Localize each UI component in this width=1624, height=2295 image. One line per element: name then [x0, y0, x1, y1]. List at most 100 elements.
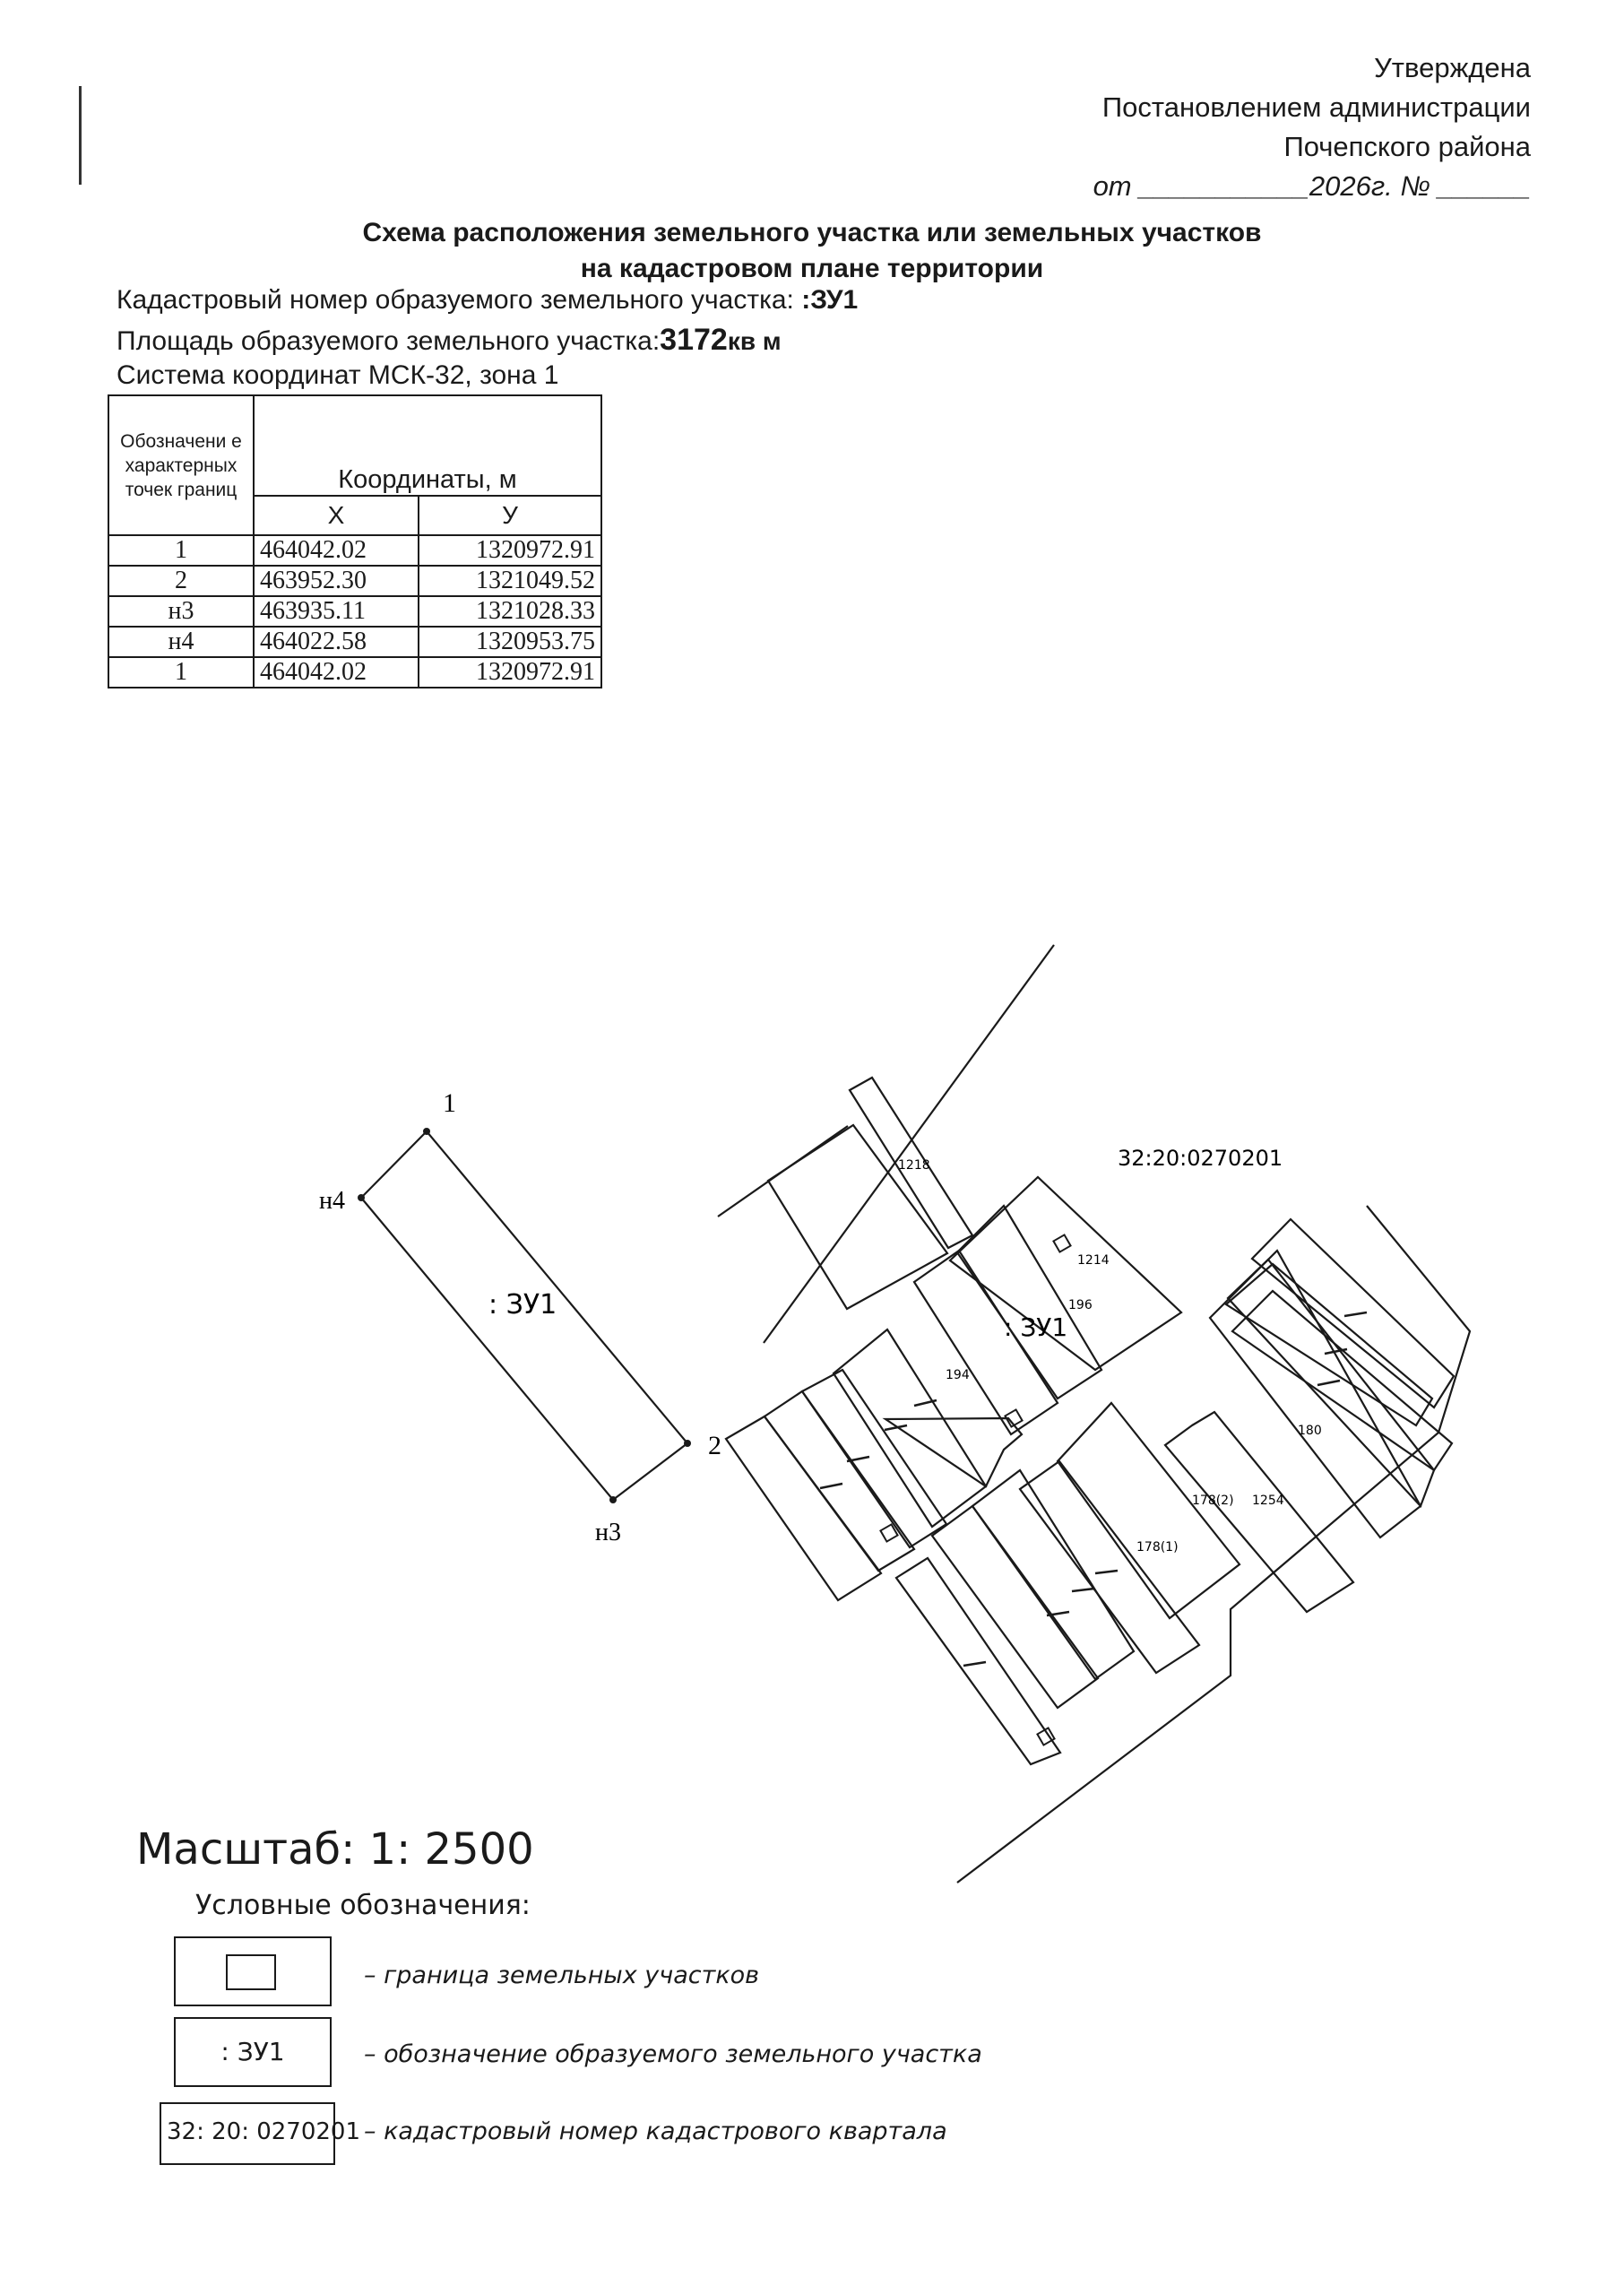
table-row: 1 464042.02 1320972.91 [108, 534, 602, 567]
lot-number-1254: 1254 [1252, 1494, 1284, 1508]
approval-block: Утверждена Постановлением администрации … [1093, 48, 1531, 206]
table-row: н4 464022.58 1320953.75 [108, 626, 602, 658]
lot-boundary [971, 1468, 1136, 1681]
legend-boundary-square [226, 1954, 276, 1990]
coordinate-system-line: Система координат МСК-32, зона 1 [117, 360, 559, 390]
building-mark [884, 1424, 908, 1432]
lot-number-194: 194 [946, 1368, 970, 1382]
point-cell: 1 [108, 534, 255, 567]
lot-180-boundary [1208, 1249, 1422, 1539]
lot-number-180: 180 [1298, 1424, 1322, 1438]
lot-number-178-1: 178(1) [1136, 1540, 1179, 1555]
building-mark [1046, 1610, 1070, 1617]
legend-item3-text: – кадастровый номер кадастрового квартал… [364, 2117, 947, 2145]
corner-point [609, 1496, 617, 1503]
building-mark [1094, 1569, 1119, 1575]
legend-box-boundary [174, 1936, 332, 2006]
x-cell: 463952.30 [253, 565, 419, 597]
lot-1218-boundary [848, 1076, 974, 1250]
table-row: н3 463935.11 1321028.33 [108, 595, 602, 628]
point-label-1: 1 [443, 1088, 456, 1118]
table-row: 1 464042.02 1320972.91 [108, 656, 602, 688]
quarter-number-label: 32:20:0270201 [1118, 1146, 1283, 1171]
parcel-label-map: : ЗУ1 [1004, 1312, 1067, 1342]
y-cell: 1320972.91 [418, 534, 602, 567]
lot-boundary [1224, 1262, 1434, 1427]
scale-label: Масштаб: 1: 2500 [136, 1824, 534, 1875]
legend-item2-text: – обозначение образуемого земельного уча… [364, 2040, 982, 2068]
corner-point [684, 1440, 691, 1447]
structure-mark [879, 1523, 899, 1543]
point-cell: н4 [108, 626, 255, 658]
road-line [763, 944, 1055, 1344]
approval-line3: Почепского района [1283, 131, 1531, 162]
corner-point [358, 1194, 365, 1201]
point-label-n4: н4 [319, 1187, 345, 1215]
lot-number-1214: 1214 [1077, 1253, 1110, 1268]
road-line [956, 1205, 1472, 1884]
legend-box-parcel: : ЗУ1 [174, 2017, 332, 2087]
building-mark [913, 1399, 937, 1407]
point-label-2: 2 [708, 1431, 721, 1460]
header-x: Х [253, 495, 419, 536]
y-cell: 1320972.91 [418, 656, 602, 688]
building-mark [1071, 1587, 1095, 1593]
legend-title: Условные обозначения: [195, 1890, 531, 1921]
lot-194-boundary [832, 1328, 988, 1529]
point-cell: н3 [108, 595, 255, 628]
lot-boundary [800, 1368, 948, 1549]
lot-boundary [724, 1415, 883, 1602]
title-line2: на кадастровом плане территории [580, 254, 1044, 283]
lot-number-1218: 1218 [898, 1158, 930, 1173]
cadastral-value: :ЗУ1 [801, 285, 859, 315]
y-cell: 1321049.52 [418, 565, 602, 597]
area-unit: кв м [727, 327, 782, 355]
title-line1: Схема расположения земельного участка ил… [362, 218, 1262, 247]
approval-line1: Утверждена [1374, 52, 1531, 83]
lot-178-2-boundary [1056, 1401, 1241, 1620]
building-mark [1324, 1347, 1348, 1355]
x-cell: 463935.11 [253, 595, 419, 628]
structure-mark [1036, 1727, 1056, 1746]
header-y: У [418, 495, 602, 536]
building-mark [819, 1482, 843, 1490]
header-coordinates: Координаты, м [253, 394, 602, 497]
corner-point [423, 1128, 430, 1135]
cadastral-number-line: Кадастровый номер образуемого земельного… [117, 285, 858, 316]
building-mark [963, 1660, 987, 1667]
area-value: 3172 [660, 323, 728, 357]
building-mark [1343, 1311, 1368, 1318]
x-cell: 464042.02 [253, 656, 419, 688]
lot-boundary [882, 1416, 1024, 1488]
lot-boundary [912, 1249, 1059, 1436]
lot-boundary [894, 1556, 1062, 1766]
legend-box-quarter: 32: 20: 0270201 [160, 2102, 361, 2165]
legend-item1-text: – граница земельных участков [364, 1962, 760, 1989]
area-label: Площадь образуемого земельного участка: [117, 326, 661, 356]
lot-boundary [1231, 1289, 1454, 1472]
x-cell: 464042.02 [253, 534, 419, 567]
building-mark [846, 1455, 870, 1463]
cadastral-label: Кадастровый номер образуемого земельного… [117, 285, 802, 315]
lot-boundary [1250, 1217, 1456, 1409]
lot-number-196: 196 [1068, 1298, 1093, 1312]
table-row: 2 463952.30 1321049.52 [108, 565, 602, 597]
approval-line2: Постановлением администрации [1101, 91, 1531, 123]
point-label-n3: н3 [595, 1519, 621, 1546]
lot-1254-boundary [1163, 1410, 1355, 1614]
document-title: Схема расположения земельного участка ил… [0, 215, 1624, 287]
legend-quarter-sample: 32: 20: 0270201 [167, 2118, 361, 2145]
header-points: Обозначени е характерных точек границ [108, 394, 255, 536]
point-cell: 2 [108, 565, 255, 597]
point-cell: 1 [108, 656, 255, 688]
parcel-label: : ЗУ1 [488, 1289, 557, 1321]
lot-178-1-boundary [1018, 1459, 1201, 1675]
legend-parcel-sample: : ЗУ1 [220, 2037, 285, 2066]
lot-1214-boundary [948, 1175, 1183, 1372]
margin-mark [79, 86, 82, 185]
building-mark [1317, 1379, 1341, 1387]
structure-mark [1004, 1408, 1024, 1428]
approval-date-line: от ___________2026г. № ______ [1093, 170, 1531, 202]
lot-boundary [930, 1504, 1100, 1710]
